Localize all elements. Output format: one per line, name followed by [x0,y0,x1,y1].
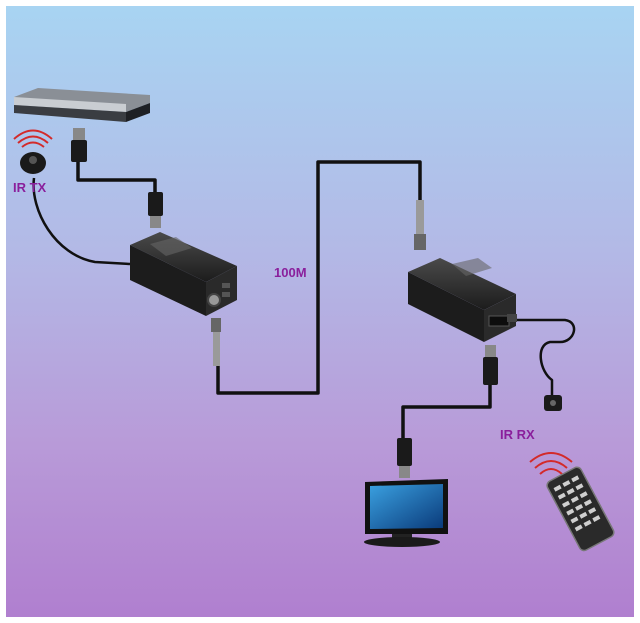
ir-rx-cable [515,318,576,395]
ir-rx-sensor [544,395,562,411]
hdmi-source-device [14,88,150,122]
diagram-graphics [13,88,615,552]
coax-connector-receiver [414,200,426,250]
remote-control [529,452,615,552]
hdmi-cable-display [401,385,492,440]
coax-connector-transmitter [211,318,221,366]
diagram-frame: IR TX 100M IR RX [6,6,634,617]
receiver-box [408,258,517,342]
hdmi-plug-display [397,438,412,478]
display-monitor [364,479,448,547]
ir-tx-cable [32,177,131,266]
hdmi-plug-receiver [483,345,498,385]
ir-tx-emitter [13,129,53,174]
hdmi-cable-source [76,160,157,195]
hdmi-plug-source [71,128,87,162]
ir-rx-label: IR RX [500,427,535,442]
transmitter-box [130,232,237,316]
ir-tx-label: IR TX [13,180,47,195]
distance-label: 100M [274,265,307,280]
coax-cable-100m [216,160,422,395]
hdmi-plug-transmitter [148,192,163,228]
cables [32,160,576,440]
